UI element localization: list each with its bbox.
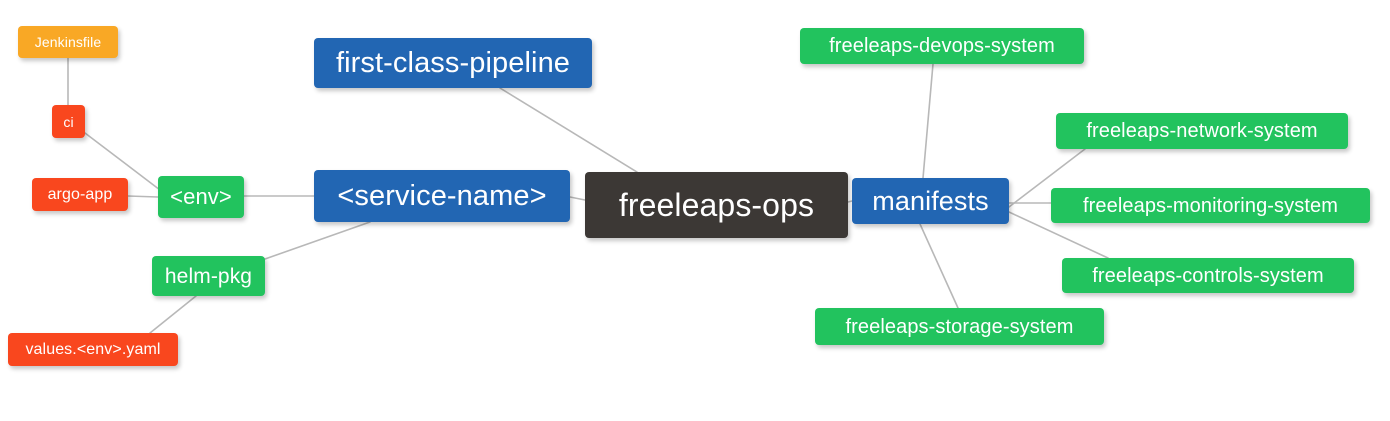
- mindmap-node-label: freeleaps-monitoring-system: [1082, 194, 1338, 217]
- mindmap-node-label: freeleaps-devops-system: [829, 35, 1055, 57]
- mindmap-node-jenkinsfile[interactable]: Jenkinsfile: [18, 26, 118, 58]
- mindmap-node-first-class-pipeline[interactable]: first-class-pipeline: [314, 38, 592, 88]
- mindmap-node-freeleaps-storage-system[interactable]: freeleaps-storage-system: [815, 308, 1104, 345]
- mindmap-node-label: ci: [63, 113, 74, 130]
- mindmap-node-label: first-class-pipeline: [335, 46, 571, 79]
- mindmap-node-service-name[interactable]: <service-name>: [314, 170, 570, 222]
- mindmap-node-label: Jenkinsfile: [34, 34, 102, 50]
- mindmap-node-argo-app[interactable]: argo-app: [32, 178, 128, 211]
- mindmap-node-values-env-yaml[interactable]: values.<env>.yaml: [8, 333, 178, 366]
- mindmap-node-manifests[interactable]: manifests: [852, 178, 1009, 224]
- mindmap-node-label: <service-name>: [337, 179, 547, 212]
- mindmap-node-freeleaps-controls-system[interactable]: freeleaps-controls-system: [1062, 258, 1354, 293]
- mindmap-node-label: manifests: [872, 185, 989, 216]
- mindmap-node-helm-pkg[interactable]: helm-pkg: [152, 256, 265, 296]
- mindmap-node-freeleaps-monitoring-system[interactable]: freeleaps-monitoring-system: [1051, 188, 1370, 223]
- edge-service-name-to-freeleaps-ops: [569, 196, 586, 201]
- edge-manifests-to-freeleaps-devops-system: [922, 63, 934, 179]
- mindmap-node-freeleaps-network-system[interactable]: freeleaps-network-system: [1056, 113, 1348, 149]
- mindmap-node-label: freeleaps-controls-system: [1092, 264, 1324, 287]
- mindmap-node-label: freeleaps-storage-system: [845, 315, 1074, 338]
- edge-argo-app-to-env: [127, 195, 159, 198]
- edge-manifests-to-freeleaps-storage-system: [919, 223, 959, 309]
- edge-helm-pkg-to-service-name: [264, 221, 371, 260]
- mindmap-node-label: <env>: [170, 184, 232, 209]
- mindmap-node-label: argo-app: [47, 185, 113, 203]
- mindmap-node-label: helm-pkg: [164, 264, 253, 288]
- mindmap-node-freeleaps-ops[interactable]: freeleaps-ops: [585, 172, 848, 238]
- mindmap-node-label: values.<env>.yaml: [25, 340, 161, 358]
- edge-first-class-pipeline-to-freeleaps-ops: [499, 87, 638, 173]
- mindmap-node-env[interactable]: <env>: [158, 176, 244, 218]
- mindmap-node-label: freeleaps-ops: [618, 187, 815, 223]
- mindmap-node-freeleaps-devops-system[interactable]: freeleaps-devops-system: [800, 28, 1084, 64]
- edge-values-env-yaml-to-helm-pkg: [149, 295, 197, 334]
- mindmap-node-ci[interactable]: ci: [52, 105, 85, 138]
- mindmap-node-label: freeleaps-network-system: [1086, 120, 1318, 142]
